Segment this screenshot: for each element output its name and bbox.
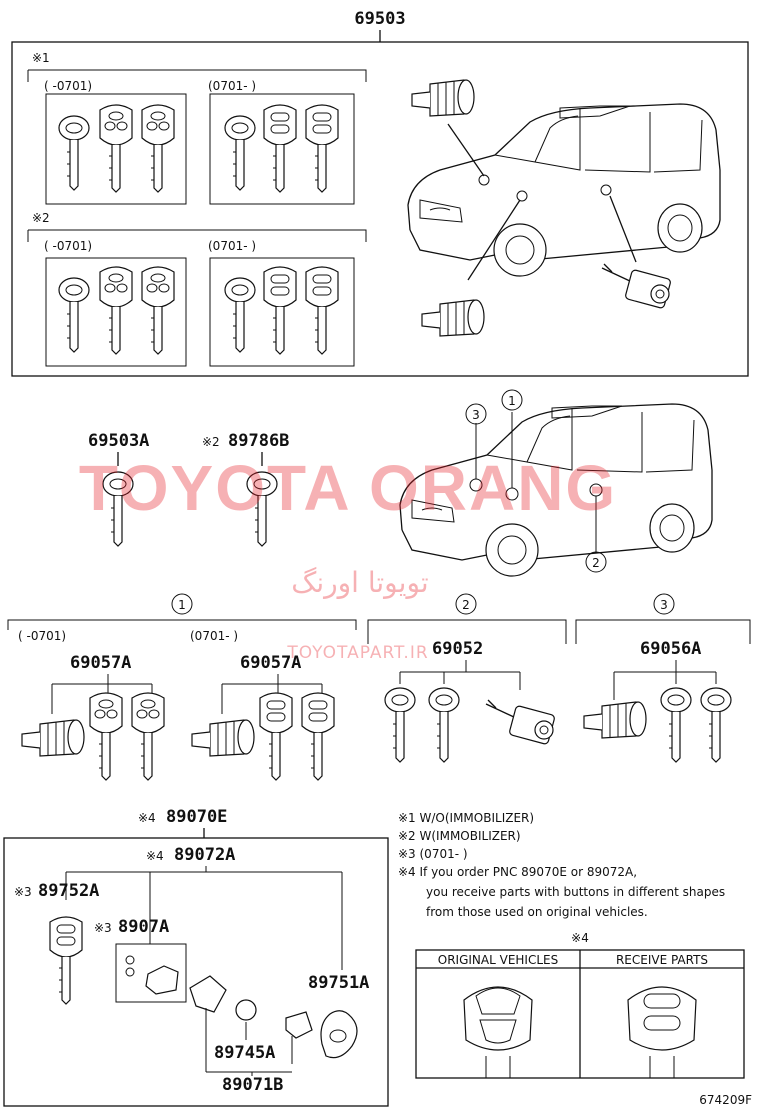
label-69503: 69503 bbox=[354, 9, 405, 29]
kit-frame-69503 bbox=[11, 41, 749, 377]
mark4-kit-a: ※4 bbox=[146, 849, 164, 863]
note-1: ※1 W/O(IMMOBILIZER) bbox=[398, 811, 534, 825]
group-2-label: 2 bbox=[462, 598, 470, 612]
mark3-key-blank: ※3 bbox=[14, 885, 32, 899]
table-col-receive: RECEIVE PARTS bbox=[616, 953, 708, 967]
label-69057A-2: 69057A bbox=[240, 653, 301, 673]
note-3: ※3 (0701- ) bbox=[398, 847, 468, 861]
label-69052: 69052 bbox=[432, 639, 483, 659]
mark2-mid: ※2 bbox=[202, 435, 220, 449]
label-69057A-1: 69057A bbox=[70, 653, 131, 673]
label-69503A: 69503A bbox=[88, 431, 149, 451]
label-89070E: 89070E bbox=[166, 807, 227, 827]
range-label-2a: ( -0701) bbox=[44, 239, 92, 253]
mark4-kit-e: ※4 bbox=[138, 811, 156, 825]
watermark-persian: تویوتا اورنگ bbox=[291, 566, 428, 599]
range-label-g1b: (0701- ) bbox=[190, 629, 238, 643]
callout-1-label: 1 bbox=[508, 394, 516, 408]
callout-2-label: 2 bbox=[592, 556, 600, 570]
mark1-top: ※1 bbox=[32, 51, 50, 65]
range-label-1b: (0701- ) bbox=[208, 79, 256, 93]
label-89751A: 89751A bbox=[308, 973, 369, 993]
note-4a: ※4 If you order PNC 89070E or 89072A, bbox=[398, 865, 637, 879]
label-89786B: 89786B bbox=[228, 431, 289, 451]
callout-2-circle bbox=[585, 551, 607, 573]
watermark-main: TOYOTA ORANG bbox=[79, 452, 617, 524]
table-col-original: ORIGINAL VEHICLES bbox=[438, 953, 558, 967]
label-89071B: 89071B bbox=[222, 1075, 283, 1095]
mark3-board: ※3 bbox=[94, 921, 112, 935]
mark2-top: ※2 bbox=[32, 211, 50, 225]
note-2: ※2 W(IMMOBILIZER) bbox=[398, 829, 521, 843]
receive-fob-illustration bbox=[627, 986, 697, 1078]
vehicle-illustration-top bbox=[407, 79, 721, 337]
original-fob-illustration bbox=[463, 986, 533, 1078]
callout-3-circle bbox=[465, 403, 487, 425]
watermark-site: TOYOTAPART.IR bbox=[286, 643, 428, 663]
group-3-label: 3 bbox=[660, 598, 668, 612]
note-4b: you receive parts with buttons in differ… bbox=[426, 885, 725, 899]
range-label-1a: ( -0701) bbox=[44, 79, 92, 93]
label-89745A: 89745A bbox=[214, 1043, 275, 1063]
label-69056A: 69056A bbox=[640, 639, 701, 659]
kit-frame-89070E bbox=[3, 837, 389, 1107]
label-89752A: 89752A bbox=[38, 881, 99, 901]
label-89072A: 89072A bbox=[174, 845, 235, 865]
label-8907A: 8907A bbox=[118, 917, 169, 937]
table-mark: ※4 bbox=[571, 931, 589, 945]
callout-1-circle bbox=[501, 389, 523, 411]
figure-id: 674209F bbox=[699, 1093, 752, 1107]
note-4c: from those used on original vehicles. bbox=[426, 905, 648, 919]
callout-3-label: 3 bbox=[472, 408, 480, 422]
group-1-label: 1 bbox=[178, 598, 186, 612]
vehicle-illustration-mid bbox=[399, 403, 713, 577]
range-label-g1a: ( -0701) bbox=[18, 629, 66, 643]
range-label-2b: (0701- ) bbox=[208, 239, 256, 253]
